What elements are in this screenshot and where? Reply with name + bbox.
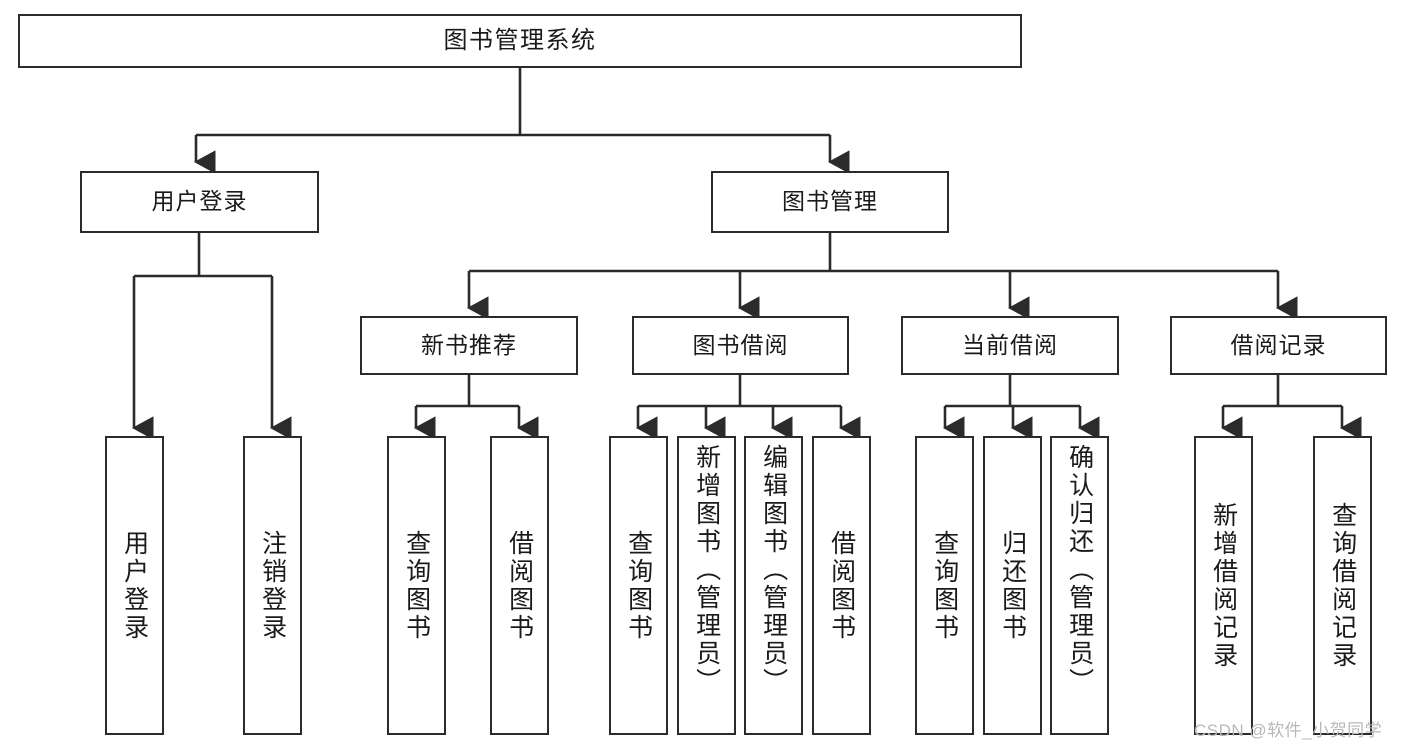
leaf-borrow-query-book[interactable]: 查询图书 bbox=[609, 436, 668, 735]
node-label: 借阅图书 bbox=[827, 529, 856, 642]
leaf-current-query-book[interactable]: 查询图书 bbox=[915, 436, 974, 735]
node-label: 图书管理系统 bbox=[443, 26, 597, 54]
node-label: 借阅图书 bbox=[505, 529, 534, 642]
node-label: 当前借阅 bbox=[962, 331, 1058, 358]
node-label: 图书借阅 bbox=[692, 331, 789, 358]
node-label: 查询借阅记录 bbox=[1328, 501, 1357, 670]
csdn-watermark: CSDN @软件_小贺同学 bbox=[1194, 721, 1383, 740]
node-label: 查询图书 bbox=[402, 529, 431, 642]
leaf-recommend-query-book[interactable]: 查询图书 bbox=[387, 436, 446, 735]
node-label: 图书管理 bbox=[782, 188, 878, 215]
node-label: 新增图书（管理员） bbox=[692, 444, 721, 696]
leaf-borrow-edit-book-admin[interactable]: 编辑图书（管理员） bbox=[744, 436, 803, 735]
node-user-login[interactable]: 用户登录 bbox=[80, 171, 319, 233]
node-label: 归还图书 bbox=[998, 529, 1027, 642]
leaf-current-return-book[interactable]: 归还图书 bbox=[983, 436, 1042, 735]
leaf-user-login-signin[interactable]: 用户登录 bbox=[105, 436, 164, 735]
node-label: 编辑图书（管理员） bbox=[759, 444, 788, 696]
node-book-management[interactable]: 图书管理 bbox=[711, 171, 949, 233]
leaf-record-add-record[interactable]: 新增借阅记录 bbox=[1194, 436, 1253, 735]
node-root-system[interactable]: 图书管理系统 bbox=[18, 14, 1022, 68]
leaf-borrow-borrow-book[interactable]: 借阅图书 bbox=[812, 436, 871, 735]
node-label: 用户登录 bbox=[151, 188, 248, 215]
node-label: 确认归还（管理员） bbox=[1065, 444, 1094, 696]
leaf-record-query-record[interactable]: 查询借阅记录 bbox=[1313, 436, 1372, 735]
node-new-book-recommend[interactable]: 新书推荐 bbox=[360, 316, 578, 375]
node-label: 注销登录 bbox=[258, 529, 287, 642]
node-book-borrow[interactable]: 图书借阅 bbox=[632, 316, 849, 375]
leaf-current-confirm-return-admin[interactable]: 确认归还（管理员） bbox=[1050, 436, 1109, 735]
node-label: 用户登录 bbox=[120, 529, 149, 642]
leaf-borrow-add-book-admin[interactable]: 新增图书（管理员） bbox=[677, 436, 736, 735]
node-label: 新增借阅记录 bbox=[1209, 501, 1238, 670]
node-label: 新书推荐 bbox=[421, 331, 517, 358]
leaf-user-login-signout[interactable]: 注销登录 bbox=[243, 436, 302, 735]
node-label: 查询图书 bbox=[624, 529, 653, 642]
node-borrow-record[interactable]: 借阅记录 bbox=[1170, 316, 1387, 375]
node-label: 查询图书 bbox=[930, 529, 959, 642]
leaf-recommend-borrow-book[interactable]: 借阅图书 bbox=[490, 436, 549, 735]
node-current-borrow[interactable]: 当前借阅 bbox=[901, 316, 1119, 375]
node-label: 借阅记录 bbox=[1230, 331, 1327, 358]
